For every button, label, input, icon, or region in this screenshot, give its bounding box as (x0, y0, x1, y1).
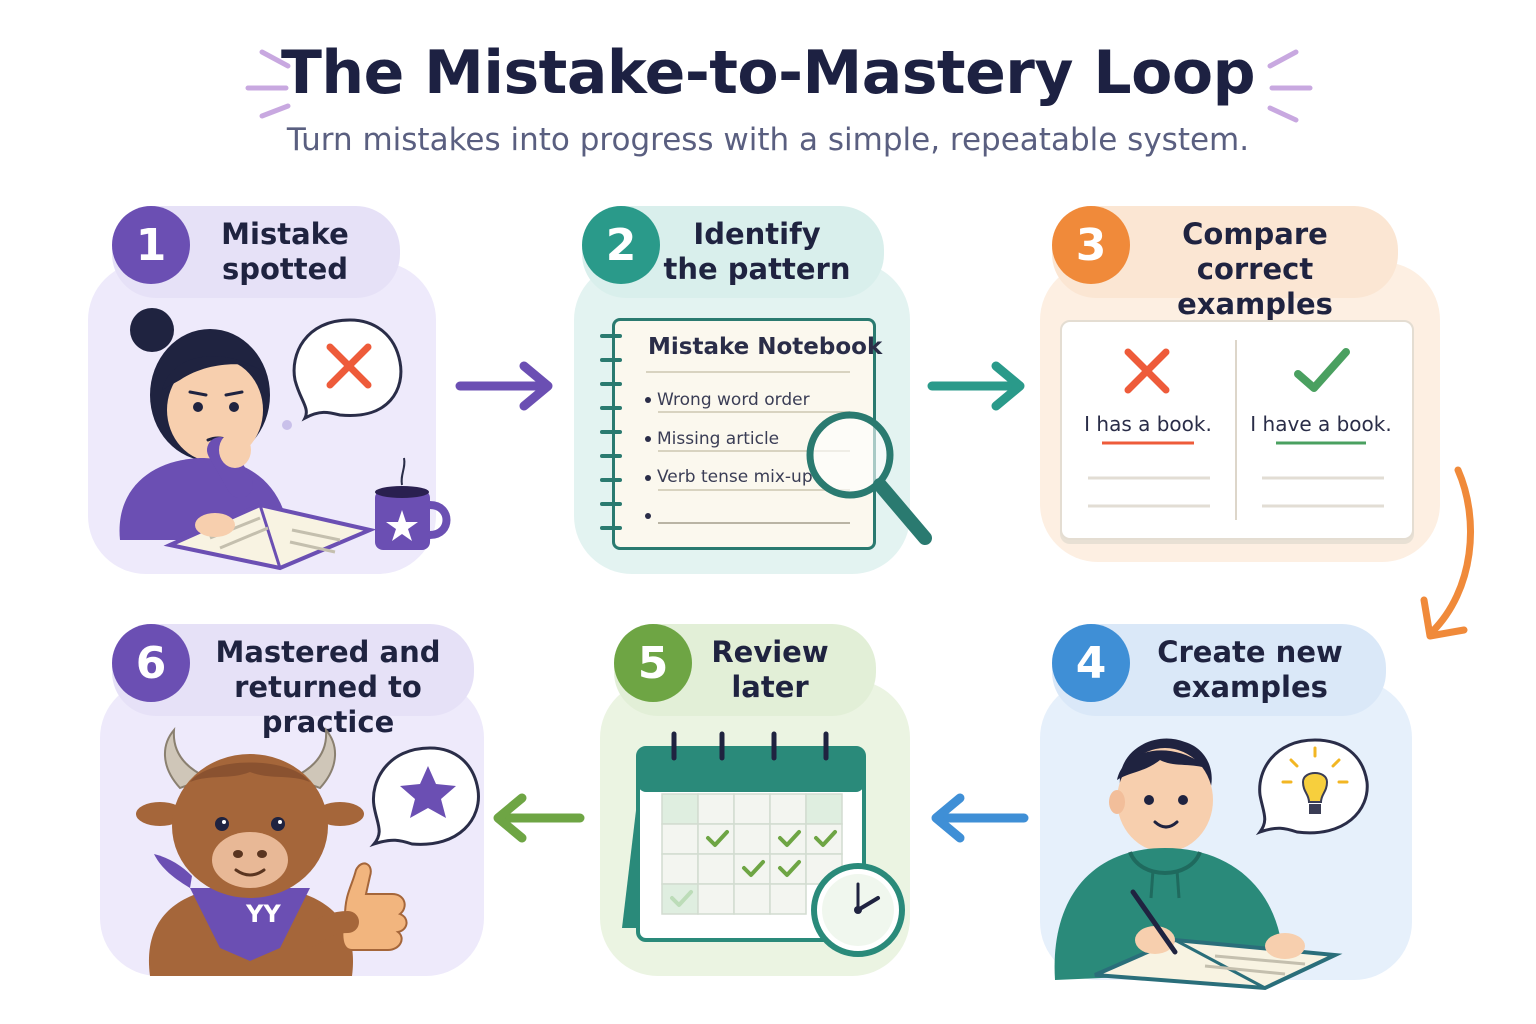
arrow-left-icon (493, 793, 585, 843)
magnifying-glass-icon (806, 411, 932, 545)
sparkle-right-icon (1267, 49, 1313, 123)
wrong-example: I has a book. (1084, 412, 1212, 436)
arrow-left-icon (931, 793, 1029, 843)
arrow-right-icon (455, 361, 553, 411)
notebook-lines (645, 371, 850, 524)
step-5-label: Review later (711, 635, 829, 704)
sparkle-left-icon (245, 49, 291, 119)
step-4-label: Create new examples (1157, 635, 1343, 704)
step-1-badge: 1 (112, 206, 190, 284)
student-thinking-illustration (119, 308, 451, 571)
step-2-badge: 2 (582, 206, 660, 284)
step-5-badge: 5 (614, 624, 692, 702)
notebook-item: Verb tense mix-up (657, 467, 813, 487)
step-3-label: Compare correct examples (1177, 217, 1333, 321)
page-subtitle: Turn mistakes into progress with a simpl… (286, 122, 1250, 158)
checkmark-icon (1294, 348, 1350, 392)
curved-arrow-down-icon (1420, 466, 1474, 640)
notebook-spiral-icon (600, 334, 622, 530)
correct-example: I have a book. (1250, 412, 1392, 436)
notebook-item: Missing article (657, 429, 780, 449)
notebook-title: Mistake Notebook (648, 334, 883, 360)
comparison-divider (1088, 340, 1384, 520)
step-6-label: Mastered and returned to practice (215, 635, 441, 739)
step-1-label: Mistake spotted (221, 217, 349, 286)
step-6-badge: 6 (112, 624, 190, 702)
step-4-badge: 4 (1052, 624, 1130, 702)
step-3-badge: 3 (1052, 206, 1130, 284)
calendar-icon (622, 731, 905, 957)
cross-icon (1124, 348, 1170, 394)
mascot-bison-illustration (136, 727, 480, 976)
notebook-item: Wrong word order (657, 390, 810, 410)
bandana-text: YY (246, 900, 281, 928)
student-writing-illustration (1054, 738, 1369, 991)
page-title: The Mistake-to-Mastery Loop (280, 38, 1256, 108)
step-2-label: Identify the pattern (663, 217, 851, 286)
arrow-right-icon (927, 361, 1025, 411)
